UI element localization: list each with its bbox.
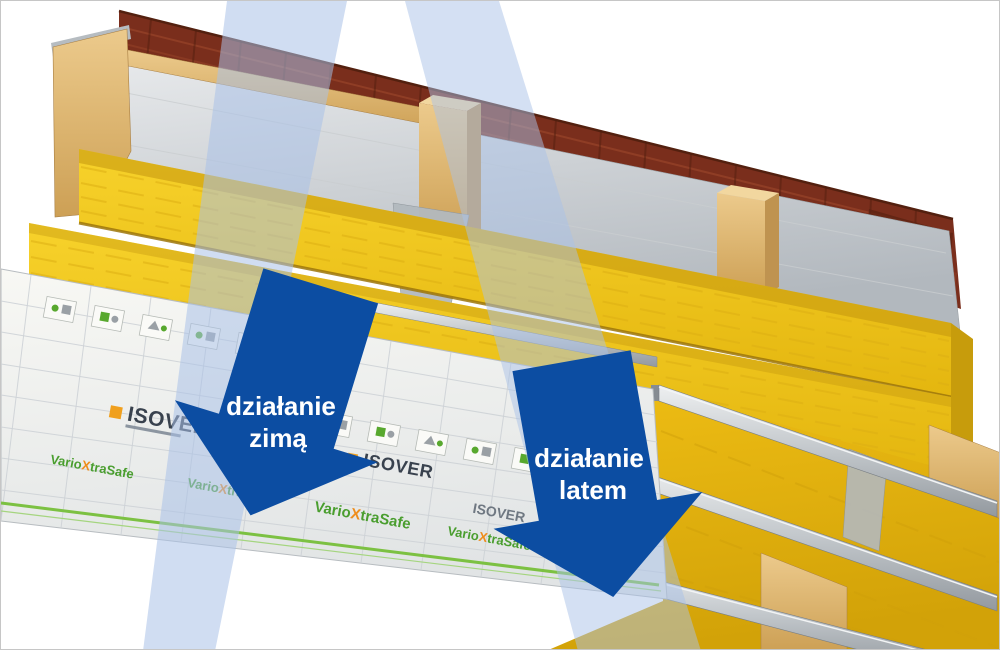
winter-arrow	[174, 268, 379, 516]
membrane-green-stripe-thin	[1, 510, 662, 592]
summer-arrow	[493, 350, 703, 598]
winter-arrow-label-line2: zimą	[249, 423, 307, 453]
light-beam-winter	[143, 1, 347, 649]
membrane-green-stripe	[1, 501, 660, 587]
pictogram-icon	[414, 428, 450, 457]
pictogram-icon	[90, 304, 126, 333]
summer-arrow-label-line2: latem	[559, 475, 627, 505]
pictogram-icon	[462, 437, 498, 466]
winter-arrow-label-line1: działanie	[226, 391, 336, 421]
isover-logo-mark	[108, 405, 123, 420]
pictogram-icon	[366, 419, 402, 448]
summer-arrow-label-line1: działanie	[534, 443, 644, 473]
pictogram-icon	[42, 295, 78, 324]
rafter-post-2	[717, 185, 779, 295]
pictogram-icon	[138, 313, 174, 342]
